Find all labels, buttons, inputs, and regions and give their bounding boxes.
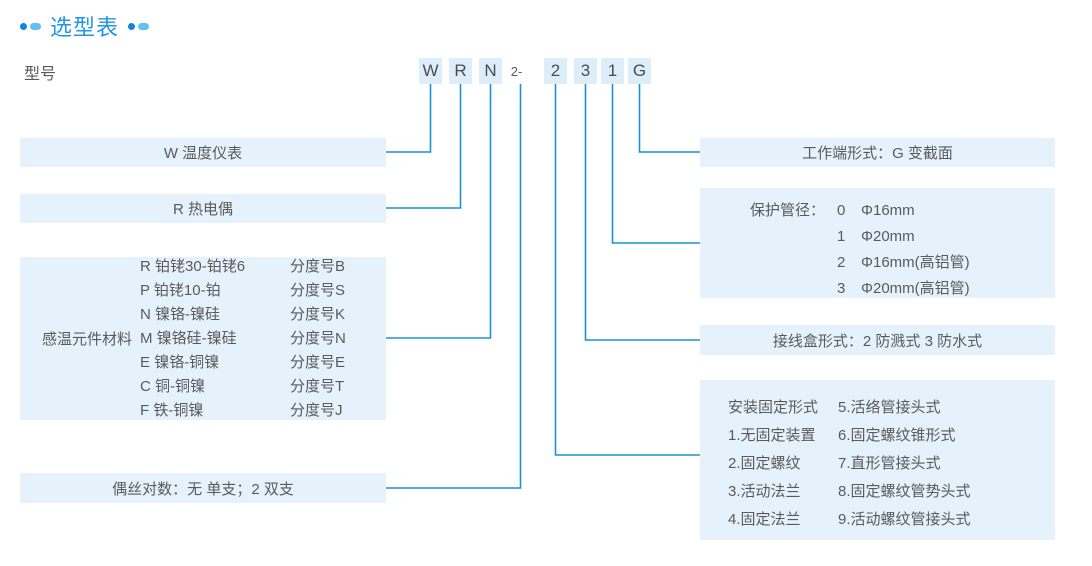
box-instrument: W 温度仪表 (20, 138, 386, 167)
material-grade: 分度号J (290, 401, 343, 419)
mounting-item: 7.直形管接头式 (838, 455, 941, 472)
material-code: N 镍铬-镍硅 (140, 305, 221, 323)
mounting-item: 4.固定法兰 (728, 511, 801, 528)
title-decoration-left-icon (20, 22, 41, 30)
tube-diameter-num: 3 (837, 280, 846, 297)
tube-diameter-item: 2 Φ16mm(高铝管) (837, 250, 970, 276)
material-row: F 铁-铜镍 分度号J (140, 399, 346, 423)
tube-diameter-text: Φ16mm (861, 202, 915, 219)
connector-n (386, 84, 492, 339)
connector-junction-box (584, 84, 700, 341)
box-tube-diameter: 保护管径： 0 Φ16mm 1 Φ20mm 2 Φ16mm(高铝管) 3 Φ20… (700, 188, 1055, 298)
box-junction-box-label: 接线盒形式：2 防溅式 3 防水式 (772, 332, 983, 350)
title-decoration-right-icon (128, 22, 150, 30)
code-cell-w[interactable]: W (419, 58, 442, 84)
connector-working-end (638, 84, 700, 153)
tube-diameter-list: 0 Φ16mm 1 Φ20mm 2 Φ16mm(高铝管) 3 Φ20mm(高铝管… (837, 198, 970, 302)
box-thermocouple-label: R 热电偶 (172, 201, 233, 218)
page-title: 选型表 (20, 10, 150, 42)
tube-diameter-num: 2 (837, 254, 846, 271)
code-cell-3[interactable]: 3 (574, 58, 597, 84)
mounting-item: 8.固定螺纹管势头式 (838, 483, 971, 500)
material-row: P 铂铑10-铂 分度号S (140, 279, 346, 303)
code-cell-g[interactable]: G (628, 58, 651, 84)
tube-diameter-text: Φ20mm(高铝管) (861, 280, 970, 297)
mounting-item: 1.无固定装置 (728, 427, 816, 444)
code-cell-1[interactable]: 1 (601, 58, 624, 84)
material-grade: 分度号B (290, 257, 346, 275)
tube-diameter-item: 1 Φ20mm (837, 224, 970, 250)
material-row: R 铂铑30-铂铑6 分度号B (140, 255, 346, 279)
connector-wire-pairs (386, 84, 522, 489)
tube-diameter-label: 保护管径： (750, 202, 826, 219)
code-cell-2-dash[interactable]: 2- (510, 64, 523, 79)
tube-diameter-num: 1 (837, 228, 846, 245)
box-working-end: 工作端形式：G 变截面 (700, 138, 1055, 167)
model-label: 型号 (24, 66, 57, 83)
code-cell-2[interactable]: 2 (544, 58, 567, 84)
material-code: R 铂铑30-铂铑6 (140, 257, 246, 275)
material-grade: 分度号N (290, 329, 346, 347)
mounting-item: 6.固定螺纹锥形式 (838, 427, 956, 444)
box-sensor-materials: 感温元件材料 R 铂铑30-铂铑6 分度号B P 铂铑10-铂 分度号S N 镍… (20, 257, 386, 420)
material-code: P 铂铑10-铂 (140, 281, 221, 299)
material-row: M 镍铬硅-镍硅 分度号N (140, 327, 346, 351)
connector-r (386, 84, 462, 209)
sensor-materials-label: 感温元件材料 (42, 331, 133, 348)
connector-w (386, 84, 432, 153)
mounting-item: 3.活动法兰 (728, 483, 801, 500)
box-junction-box: 接线盒形式：2 防溅式 3 防水式 (700, 325, 1055, 355)
mounting-item: 5.活络管接头式 (838, 399, 941, 416)
tube-diameter-item: 3 Φ20mm(高铝管) (837, 276, 970, 302)
connector-mounting (554, 84, 700, 456)
material-code: E 镍铬-铜镍 (140, 353, 220, 371)
mounting-column-1: 安装固定形式 1.无固定装置 2.固定螺纹 3.活动法兰 4.固定法兰 (728, 394, 818, 534)
material-row: E 镍铬-铜镍 分度号E (140, 351, 346, 375)
box-wire-pairs: 偶丝对数：无 单支；2 双支 (20, 473, 386, 503)
material-grade: 分度号S (290, 281, 346, 299)
tube-diameter-item: 0 Φ16mm (837, 198, 970, 224)
box-mounting-form: 安装固定形式 1.无固定装置 2.固定螺纹 3.活动法兰 4.固定法兰 5.活络… (700, 380, 1055, 540)
tube-diameter-num: 0 (837, 202, 846, 219)
page-title-text: 选型表 (50, 15, 120, 40)
mounting-item: 9.活动螺纹管接头式 (838, 511, 971, 528)
box-working-end-label: 工作端形式：G 变截面 (802, 145, 953, 162)
mounting-column-2: 5.活络管接头式 6.固定螺纹锥形式 7.直形管接头式 8.固定螺纹管势头式 9… (838, 394, 971, 534)
material-code: C 铜-铜镍 (140, 377, 206, 395)
material-grade: 分度号T (290, 377, 345, 395)
code-cell-n[interactable]: N (479, 58, 502, 84)
mounting-item: 2.固定螺纹 (728, 455, 801, 472)
sensor-materials-rows: R 铂铑30-铂铑6 分度号B P 铂铑10-铂 分度号S N 镍铬-镍硅 分度… (140, 255, 346, 423)
tube-diameter-text: Φ16mm(高铝管) (861, 254, 970, 271)
material-row: N 镍铬-镍硅 分度号K (140, 303, 346, 327)
material-code: M 镍铬硅-镍硅 (140, 329, 237, 347)
box-thermocouple: R 热电偶 (20, 194, 386, 223)
tube-diameter-text: Φ20mm (861, 228, 915, 245)
material-row: C 铜-铜镍 分度号T (140, 375, 346, 399)
connector-tube-diameter (611, 84, 700, 244)
material-grade: 分度号E (290, 353, 346, 371)
code-cell-r[interactable]: R (449, 58, 472, 84)
box-instrument-label: W 温度仪表 (163, 145, 243, 162)
material-code: F 铁-铜镍 (140, 401, 204, 419)
mounting-item: 安装固定形式 (728, 399, 819, 416)
box-wire-pairs-label: 偶丝对数：无 单支；2 双支 (112, 480, 294, 498)
material-grade: 分度号K (290, 305, 346, 323)
